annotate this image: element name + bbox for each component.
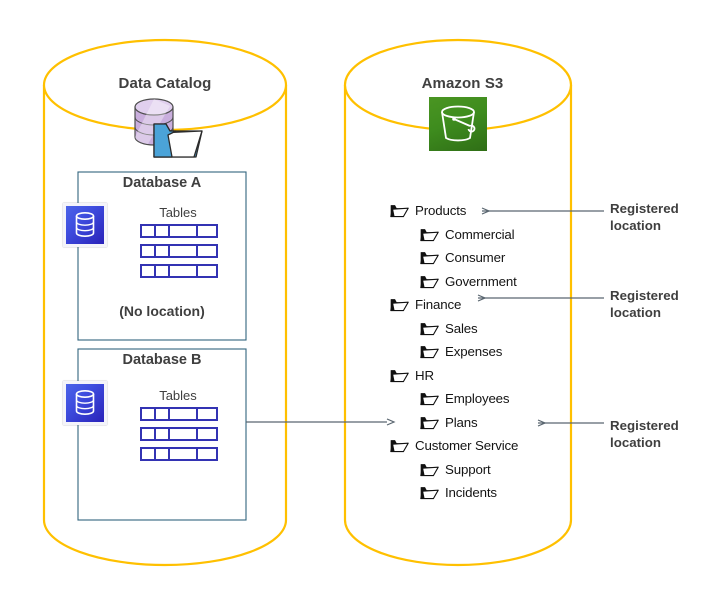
table-list-b [140,407,218,461]
table-cell [142,429,156,439]
registered-location-line1: Registered [610,418,679,433]
folder-item-expenses[interactable]: Expenses [390,340,600,364]
table-cell [198,266,216,276]
table-row [140,407,218,421]
table-cell [142,226,156,236]
folder-label: Customer Service [415,438,519,454]
table-cell [142,409,156,419]
folder-item-customer-service[interactable]: Customer Service [390,434,600,458]
folder-icon [420,391,439,406]
table-row [140,264,218,278]
folder-label: Finance [415,297,462,313]
table-cell [156,449,170,459]
folder-item-sales[interactable]: Sales [390,317,600,341]
folder-item-finance[interactable]: Finance [390,293,600,317]
table-cell [170,449,198,459]
database-a-title: Database A [122,175,202,191]
table-cell [170,266,198,276]
table-cell [156,246,170,256]
s3-folder-tree: Products Commercial Consumer [390,199,600,505]
folder-icon [420,415,439,430]
folder-label: Employees [445,391,510,407]
folder-icon [390,203,409,218]
folder-item-support[interactable]: Support [390,458,600,482]
no-location-note: (No location) [119,303,205,319]
data-catalog-title: Data Catalog [118,75,212,92]
folder-label: Support [445,461,491,477]
folder-label: Plans [445,414,478,430]
table-cell [156,409,170,419]
folder-label: Products [415,203,467,219]
database-icon [63,203,107,247]
folder-item-incidents[interactable]: Incidents [390,481,600,505]
database-b-title: Database B [122,352,202,368]
table-cell [198,409,216,419]
table-cell [170,246,198,256]
registered-location-line2: location [610,218,661,233]
folder-item-products[interactable]: Products [390,199,600,223]
folder-icon [420,321,439,336]
folder-label: HR [415,367,434,383]
folder-label: Government [445,273,517,289]
folder-icon [420,344,439,359]
data-catalog-icon [134,98,203,158]
folder-item-government[interactable]: Government [390,270,600,294]
table-cell [142,266,156,276]
folder-icon [420,274,439,289]
s3-bucket-icon [429,97,487,151]
table-list-a [140,224,218,278]
table-cell [198,226,216,236]
table-cell [156,266,170,276]
folder-item-plans[interactable]: Plans [390,411,600,435]
registered-location-note-customer-service: Registered location [610,417,720,451]
folder-item-commercial[interactable]: Commercial [390,223,600,247]
folder-icon [420,462,439,477]
table-cell [156,226,170,236]
table-cell [198,429,216,439]
table-cell [170,409,198,419]
folder-label: Consumer [445,250,506,266]
table-cell [170,429,198,439]
folder-item-employees[interactable]: Employees [390,387,600,411]
tables-label-b: Tables [159,388,197,403]
registered-location-line1: Registered [610,288,679,303]
folder-icon [390,438,409,453]
table-cell [142,246,156,256]
amazon-s3-title: Amazon S3 [421,75,504,92]
folder-item-hr[interactable]: HR [390,364,600,388]
tables-label-a: Tables [159,205,197,220]
table-row [140,447,218,461]
table-cell [142,449,156,459]
folder-icon [420,485,439,500]
folder-label: Commercial [445,226,515,242]
registered-location-note-products: Registered location [610,200,720,234]
table-row [140,427,218,441]
folder-label: Sales [445,320,478,336]
table-row [140,244,218,258]
folder-label: Incidents [445,485,497,501]
table-row [140,224,218,238]
registered-location-line2: location [610,435,661,450]
table-cell [198,449,216,459]
folder-item-consumer[interactable]: Consumer [390,246,600,270]
database-icon [63,381,107,425]
table-cell [170,226,198,236]
table-cell [156,429,170,439]
folder-icon [390,368,409,383]
folder-icon [390,297,409,312]
registered-location-line1: Registered [610,201,679,216]
registered-location-line2: location [610,305,661,320]
folder-icon [420,227,439,242]
folder-label: Expenses [445,344,503,360]
registered-location-note-finance: Registered location [610,287,720,321]
folder-icon [420,250,439,265]
table-cell [198,246,216,256]
